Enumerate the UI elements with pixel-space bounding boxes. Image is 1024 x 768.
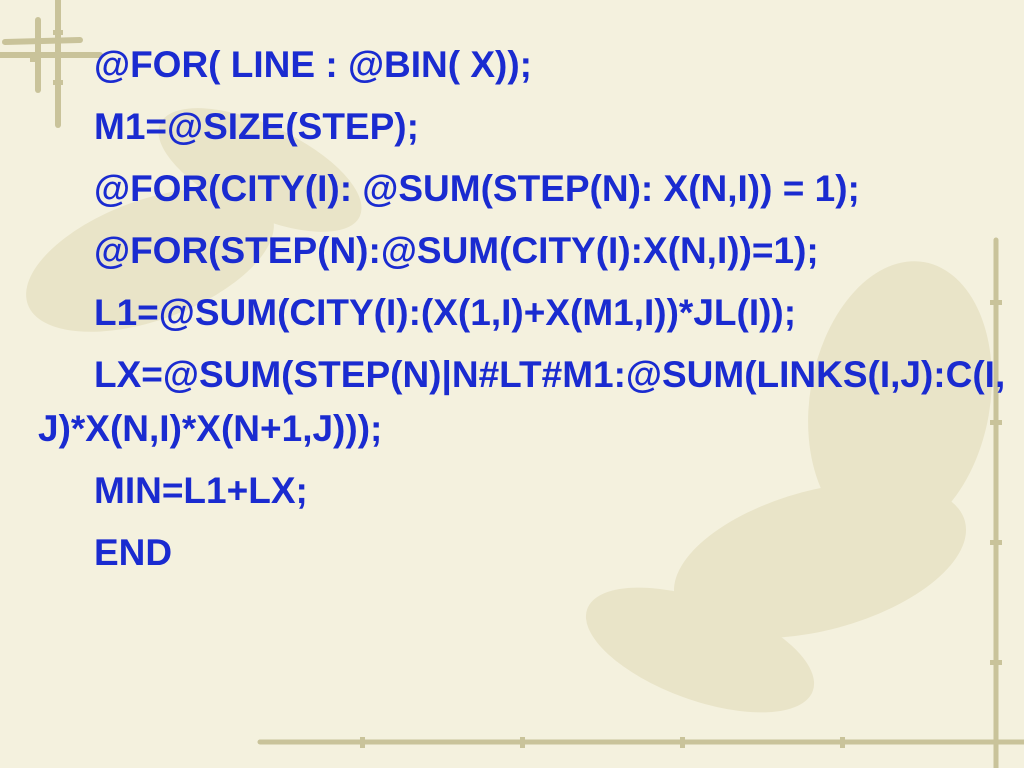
code-line: MIN=L1+LX; — [94, 470, 308, 511]
code-line: LX=@SUM(STEP(N)|N#LT#M1:@SUM(LINKS(I,J):… — [38, 354, 1006, 449]
code-line: M1=@SIZE(STEP); — [94, 106, 419, 147]
code-line: @FOR(STEP(N):@SUM(CITY(I):X(N,I))=1); — [94, 230, 819, 271]
code-line: @FOR( LINE : @BIN( X)); — [94, 44, 532, 85]
code-line: END — [94, 532, 173, 573]
code-line: L1=@SUM(CITY(I):(X(1,I)+X(M1,I))*JL(I)); — [94, 292, 797, 333]
slide-code-block: @FOR( LINE : @BIN( X)); M1=@SIZE(STEP); … — [38, 38, 1008, 588]
code-line: @FOR(CITY(I): @SUM(STEP(N): X(N,I)) = 1)… — [94, 168, 860, 209]
